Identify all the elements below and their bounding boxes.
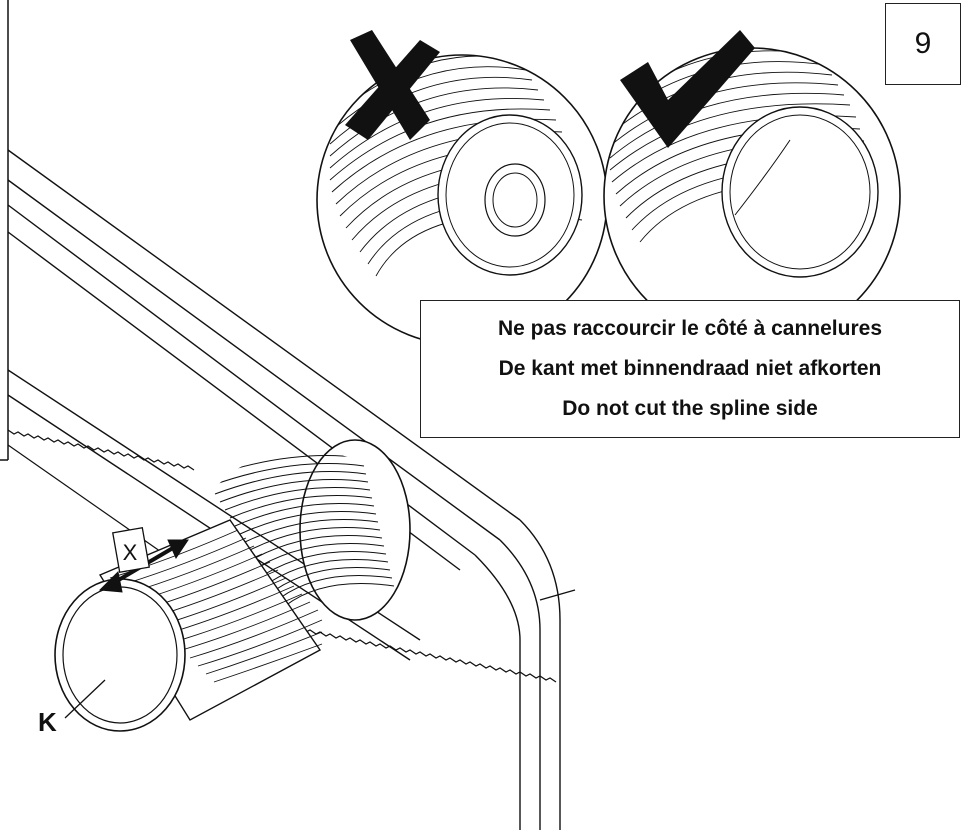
caption-line-en: Do not cut the spline side [562,397,818,420]
dimension-x-arrow [98,526,189,593]
label-k-leader [64,679,106,719]
check-mark-icon [620,30,755,148]
caption-line-fr: Ne pas raccourcir le côté à cannelures [497,317,883,340]
cross-mark-icon [345,30,440,140]
caption-line-nl: De kant met binnendraad niet afkorten [498,357,882,380]
label-x: X [122,540,138,565]
step-number: 9 [885,3,961,85]
page-border [0,0,9,461]
warning-caption: Ne pas raccourcir le côté à cannelures D… [420,300,960,438]
threaded-end-k [54,519,323,732]
label-k: K [38,707,57,737]
detail-circle-wrong [316,54,608,346]
frame-rails [7,149,576,830]
threaded-tube [199,439,411,621]
